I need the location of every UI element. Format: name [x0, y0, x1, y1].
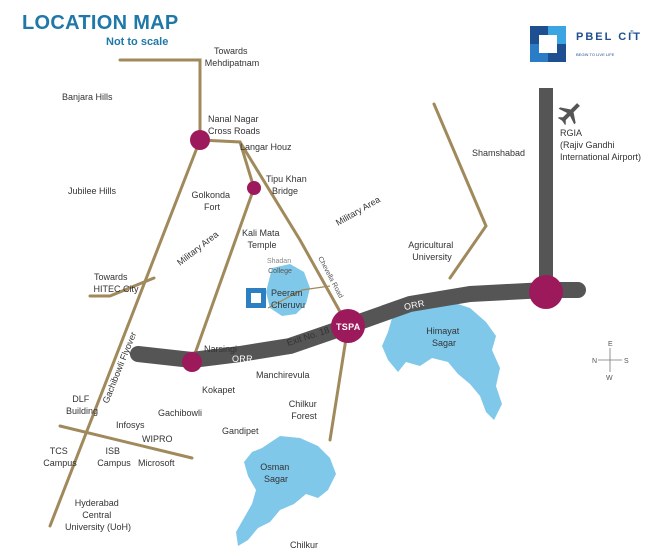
label-gachibowli-flyover: Gachibowli Flyover: [101, 331, 139, 405]
compass-w-label: W: [606, 375, 613, 382]
label-orr-east: ORR: [403, 298, 426, 312]
road-wipro: [58, 424, 194, 460]
label-chilkur-forest: Chilkur Forest: [289, 399, 320, 421]
marker-narsingi[interactable]: [182, 352, 202, 372]
label-infosys: Infosys: [116, 420, 145, 430]
label-towards-mehdipatnam: Towards Mehdipatnam: [205, 46, 260, 68]
marker-tipu-khan[interactable]: [247, 181, 261, 195]
local-path-1: [267, 285, 331, 309]
label-orr-west: ORR: [232, 354, 253, 364]
label-tspa: TSPA: [336, 322, 361, 332]
marker-nanal-nagar[interactable]: [190, 130, 210, 150]
label-shadan-college: Shadan College: [267, 258, 293, 275]
marker-tspa[interactable]: [331, 309, 365, 343]
label-dlf-building: DLF Building: [66, 394, 98, 416]
label-microsoft: Microsoft: [138, 458, 175, 468]
label-narsingi: Narsingi: [204, 344, 237, 354]
compass-e-label: E: [608, 341, 613, 348]
label-towards-hitec: Towards HITEC City: [94, 272, 140, 294]
label-jubilee-hills: Jubilee Hills: [68, 186, 117, 196]
pbel-city-project-marker[interactable]: [246, 288, 266, 308]
osman-sagar-lake: [236, 436, 336, 546]
label-wipro: WIPRO: [142, 434, 173, 444]
road-gachibowli-main: [48, 138, 202, 528]
marker-rgia[interactable]: [529, 275, 563, 309]
label-military-area-west: Military Area: [175, 229, 220, 267]
label-manchirevula: Manchirevula: [256, 370, 310, 380]
pbel-logo-icon: PBEL CITY BEGIN TO LIVE LIFE ®: [530, 26, 640, 62]
brand-tagline: BEGIN TO LIVE LIFE: [576, 52, 615, 57]
label-kokapet: Kokapet: [202, 385, 236, 395]
label-langar-houz: Langar Houz: [240, 142, 292, 152]
label-osman-sagar: Osman Sagar: [260, 462, 292, 484]
label-golkonda-fort: Golkonda Fort: [191, 190, 232, 212]
label-nanal-nagar: Nanal Nagar Cross Roads: [208, 114, 261, 136]
compass-n-label: N: [592, 358, 597, 365]
road-mehdipatnam: [118, 58, 202, 142]
label-himayat-sagar: Himayat Sagar: [426, 326, 462, 348]
local-paths: [267, 285, 331, 309]
brand-registered: ®: [630, 29, 634, 36]
label-kali-mata-temple: Kali Mata Temple: [242, 228, 282, 250]
himayat-sagar-lake: [382, 300, 502, 420]
label-shamshabad: Shamshabad: [472, 148, 525, 158]
label-agricultural-university: Agricultural University: [408, 240, 456, 262]
label-isb-campus: ISB Campus: [97, 446, 131, 468]
road-narsingi: [190, 186, 256, 364]
road-hitec: [88, 276, 156, 298]
label-peeram-cheruvu: Peeram Cheruvu: [271, 288, 305, 310]
label-chilkur: Chilkur: [290, 540, 318, 550]
label-gachibowli: Gachibowli: [158, 408, 202, 418]
page-subtitle: Not to scale: [106, 36, 169, 48]
road-chilkur: [328, 324, 350, 442]
label-tipu-khan: Tipu Khan Bridge: [266, 174, 309, 196]
brand-name: PBEL CITY: [576, 31, 640, 43]
label-military-area-east: Military Area: [334, 194, 382, 227]
roads: [48, 58, 488, 528]
label-rgia: RGIA (Rajiv Gandhi International Airport…: [560, 128, 641, 162]
compass-icon: [598, 348, 622, 372]
label-banjara-hills: Banjara Hills: [62, 92, 113, 102]
label-hcu: Hyderabad Central University (UoH): [65, 498, 131, 532]
compass-s-label: S: [624, 358, 629, 365]
page-title: LOCATION MAP: [22, 12, 179, 34]
label-gandipet: Gandipet: [222, 426, 259, 436]
markers: [182, 130, 563, 372]
brand-logo: PBEL CITY BEGIN TO LIVE LIFE ®: [530, 26, 640, 66]
road-chevella: [238, 140, 350, 328]
road-shamshabad: [432, 102, 488, 280]
airplane-icon: [557, 103, 580, 126]
label-tcs-campus: TCS Campus: [43, 446, 77, 468]
